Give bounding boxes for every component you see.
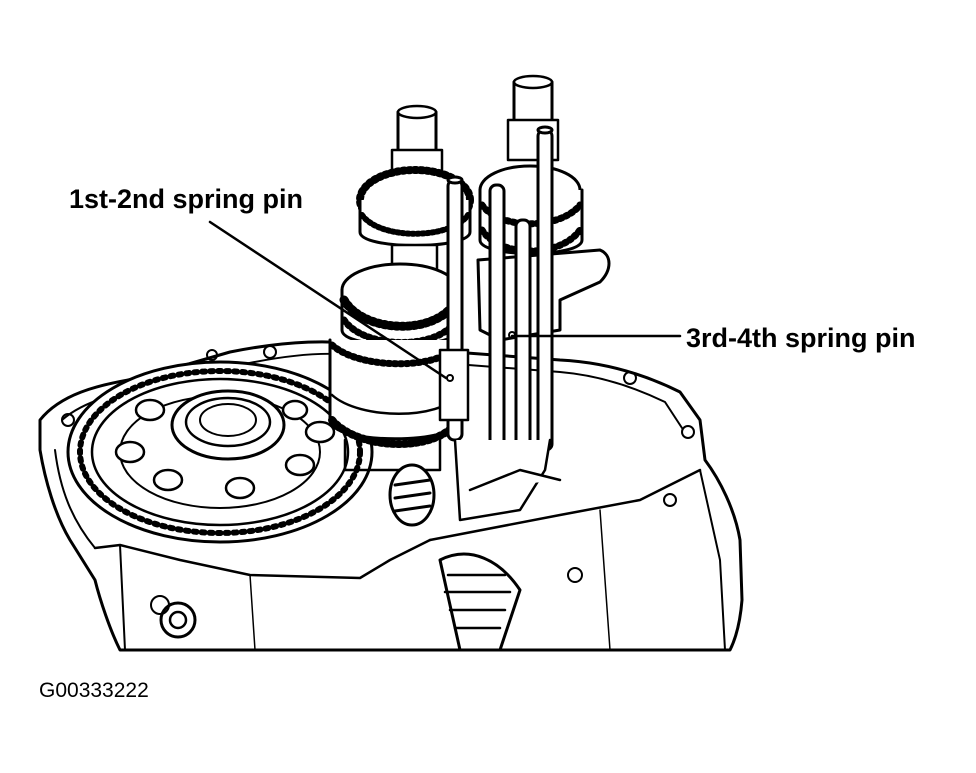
ring-gear-bolts <box>114 398 336 500</box>
leader-lines <box>208 220 682 380</box>
callout-1st-2nd-spring-pin: 1st-2nd spring pin <box>69 184 304 214</box>
lower-linkage <box>388 438 562 652</box>
ring-gear <box>66 360 374 544</box>
leader-1st-2nd-spring-pin <box>208 220 448 380</box>
figure-code: G00333222 <box>39 679 149 702</box>
callout-3rd-4th-spring-pin: 3rd-4th spring pin <box>686 323 916 353</box>
